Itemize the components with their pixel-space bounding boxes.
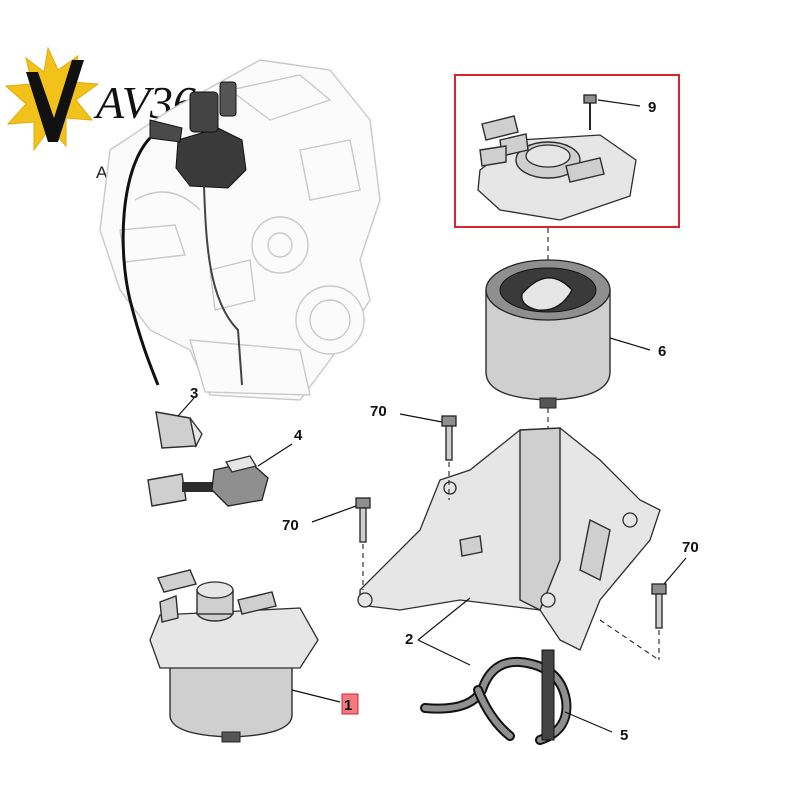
leader-2a [417, 597, 471, 641]
leader-3 [177, 397, 195, 417]
part-2-bracket [357, 427, 661, 651]
leader-6 [609, 337, 651, 351]
label-part-5: 5 [620, 727, 628, 744]
leader-70-top [399, 413, 443, 423]
label-part-2: 2 [405, 631, 413, 648]
axis-bracket-foot [599, 619, 660, 661]
label-part-70-top: 70 [370, 403, 387, 420]
label-part-9: 9 [648, 99, 656, 116]
engine-filter-head [149, 81, 247, 189]
part-4-sensor [147, 455, 269, 507]
part-5-hose [420, 649, 572, 745]
v-mark-icon [26, 60, 84, 142]
leader-9 [597, 99, 641, 107]
leader-1 [291, 689, 341, 703]
label-part-1: 1 [344, 697, 352, 714]
part-6-filter-element [485, 259, 611, 409]
fuel-line-outline [121, 136, 160, 386]
part-1-fuel-filter [149, 569, 319, 743]
screw-70-top [441, 415, 457, 461]
leader-5 [564, 711, 613, 733]
engine-background [99, 59, 381, 401]
highlight-box-cover [454, 74, 680, 228]
screw-70-right [651, 583, 667, 629]
label-part-70-right: 70 [682, 539, 699, 556]
label-part-4: 4 [294, 427, 303, 444]
part-3-clip [155, 411, 203, 449]
label-1-highlight [341, 693, 359, 715]
leader-4 [257, 443, 293, 467]
label-part-6: 6 [658, 343, 666, 360]
logo-letter-a: A [96, 163, 109, 182]
leader-70-right [663, 557, 687, 585]
leader-70-left [311, 505, 357, 523]
label-part-70-left: 70 [282, 517, 299, 534]
leader-2b [417, 639, 471, 666]
screw-70-left [355, 497, 371, 543]
label-part-3: 3 [190, 385, 198, 402]
sensor-wire-outline [203, 185, 243, 386]
part-9-cover [477, 94, 637, 221]
